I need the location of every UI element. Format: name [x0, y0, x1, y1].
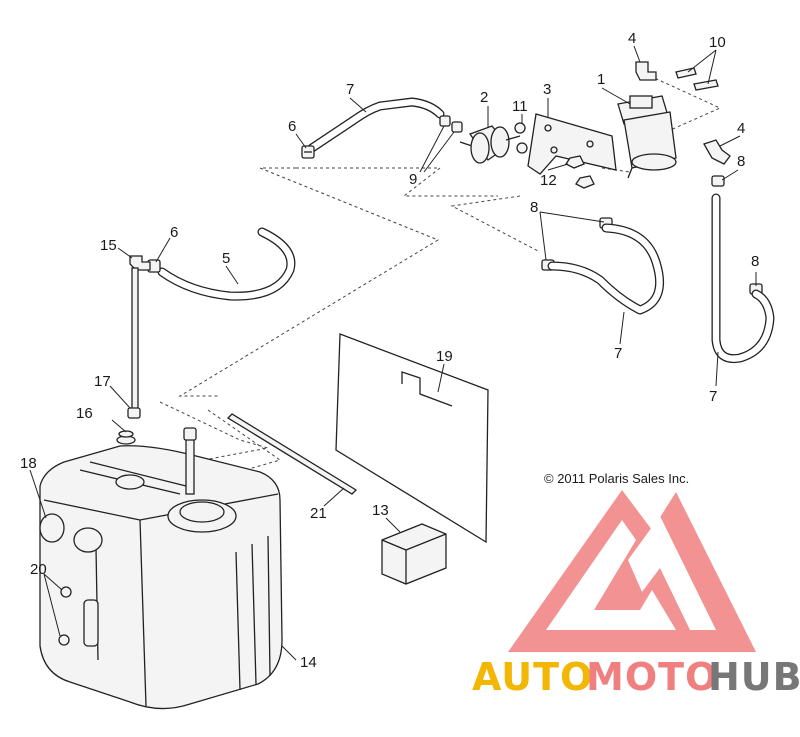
- bolts-12: [565, 155, 595, 189]
- rod-21: [226, 413, 358, 495]
- callout-12: 12: [540, 172, 557, 189]
- block-13: [381, 523, 447, 585]
- callout-15: 15: [100, 237, 117, 254]
- fitting-15: [129, 255, 151, 271]
- callout-5: 5: [222, 250, 230, 267]
- elbow-fitting-4-right: [703, 139, 731, 165]
- callout-9: 9: [409, 171, 417, 188]
- callout-3: 3: [543, 81, 551, 98]
- fuel-filter-2: [459, 125, 521, 164]
- callout-13: 13: [372, 502, 389, 519]
- fitting-11: [514, 122, 528, 154]
- watermark-wordmark: AUTO MOTO HUB: [472, 655, 800, 699]
- vent-tube-17: [127, 267, 141, 419]
- callout-16: 16: [76, 405, 93, 422]
- elbow-fitting-4-top: [635, 61, 657, 81]
- pad-19: [335, 333, 489, 544]
- leader-lines: [29, 45, 757, 661]
- clamps-9: [439, 115, 463, 133]
- callout-8-right-top: 8: [737, 153, 745, 170]
- hose-right: [711, 193, 775, 364]
- callout-7-right: 7: [709, 388, 717, 405]
- callout-7-upper: 7: [346, 81, 354, 98]
- fittings-20: [58, 586, 72, 646]
- callout-18: 18: [20, 455, 37, 472]
- fuel-tank-14: [39, 427, 283, 710]
- watermark-word-auto: AUTO: [472, 655, 593, 699]
- callout-11: 11: [512, 98, 528, 115]
- watermark-word-hub: HUB: [708, 655, 800, 699]
- callout-8-right-lower: 8: [751, 253, 759, 270]
- grommet-16: [116, 430, 136, 445]
- callout-4-top: 4: [628, 30, 636, 47]
- callout-labels: 1 2 3 4 4 5 6 6 7 7 7 8 8 8 9 10 11 12 1…: [20, 30, 759, 671]
- callout-17: 17: [94, 373, 111, 390]
- callout-8-middle: 8: [530, 199, 538, 216]
- callout-1: 1: [597, 71, 605, 88]
- hose-middle-u: [547, 223, 664, 315]
- screws-10: [675, 67, 719, 91]
- bracket-3: [527, 113, 617, 175]
- callout-20: 20: [30, 561, 47, 578]
- callout-7-middle: 7: [614, 345, 622, 362]
- callout-6-upper: 6: [288, 118, 296, 135]
- callout-19: 19: [436, 348, 453, 365]
- clamp-8-right-top: [711, 175, 725, 187]
- callout-2: 2: [480, 89, 488, 106]
- callout-14: 14: [300, 654, 317, 671]
- hose-upper-left: [307, 97, 445, 153]
- callout-21: 21: [310, 505, 327, 522]
- callout-10: 10: [709, 34, 726, 51]
- callout-4-right: 4: [737, 120, 745, 137]
- copyright-notice: © 2011 Polaris Sales Inc.: [544, 471, 689, 486]
- clamp-6-upper: [301, 145, 315, 159]
- watermark-logo-icon: [508, 490, 756, 652]
- fuel-pump-1: [617, 95, 677, 179]
- hose-5: [157, 227, 296, 301]
- watermark-word-moto: MOTO: [586, 655, 718, 699]
- callout-6-lower: 6: [170, 224, 178, 241]
